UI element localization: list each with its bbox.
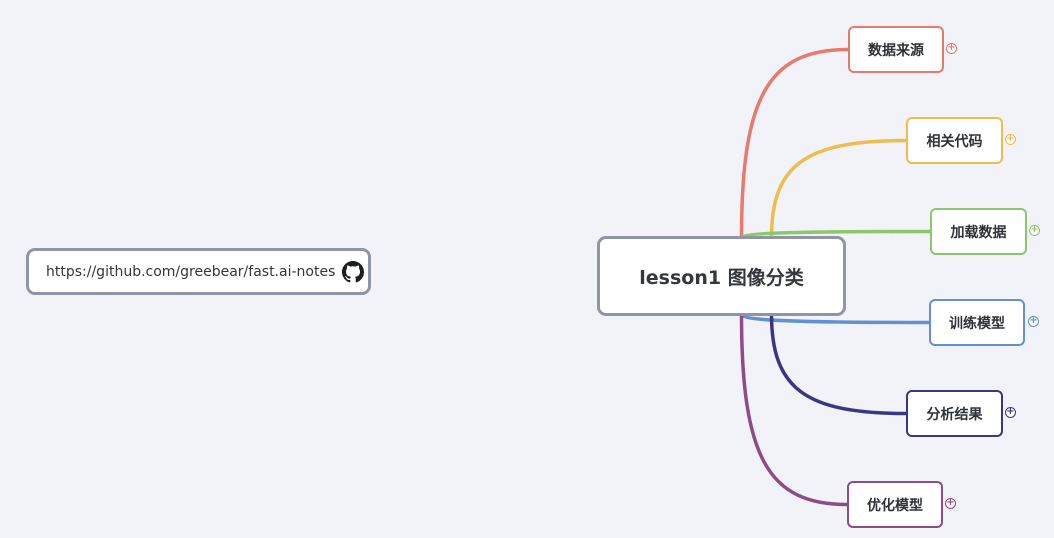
expand-toggle-6[interactable]: + bbox=[945, 497, 956, 509]
branch-topic-2[interactable]: 相关代码 bbox=[906, 117, 1003, 164]
branch-topic-label: 训练模型 bbox=[949, 315, 1005, 332]
expand-toggle-4[interactable]: + bbox=[1028, 315, 1039, 327]
branch-topic-3[interactable]: 加载数据 bbox=[930, 208, 1027, 255]
branch-topic-label: 相关代码 bbox=[926, 133, 983, 150]
branch-topic-label: 分析结果 bbox=[926, 406, 983, 423]
link-topic[interactable]: https://github.com/greebear/fast.ai-note… bbox=[26, 248, 371, 295]
expand-toggle-2[interactable]: + bbox=[1005, 133, 1016, 145]
branch-topic-6[interactable]: 优化模型 bbox=[847, 481, 943, 528]
github-icon[interactable] bbox=[342, 260, 365, 283]
central-topic-text: lesson1 图像分类 bbox=[639, 266, 804, 289]
connector-branch-1 bbox=[739, 47, 850, 240]
link-topic-text[interactable]: https://github.com/greebear/fast.ai-note… bbox=[46, 263, 336, 280]
branch-topic-label: 数据来源 bbox=[868, 42, 924, 59]
branch-topic-label: 加载数据 bbox=[950, 224, 1007, 241]
connector-branch-5 bbox=[769, 312, 908, 416]
connector-branch-4 bbox=[739, 312, 931, 325]
connector-branch-6 bbox=[739, 312, 849, 507]
expand-toggle-3[interactable]: + bbox=[1029, 224, 1040, 236]
central-topic[interactable]: lesson1 图像分类 bbox=[597, 236, 846, 316]
connector-branch-2 bbox=[769, 138, 908, 240]
branch-topic-5[interactable]: 分析结果 bbox=[906, 390, 1003, 437]
expand-toggle-1[interactable]: + bbox=[946, 42, 957, 54]
branch-topic-label: 优化模型 bbox=[867, 497, 923, 514]
expand-toggle-5[interactable]: + bbox=[1005, 406, 1016, 418]
branch-topic-4[interactable]: 训练模型 bbox=[929, 299, 1025, 346]
branch-topic-1[interactable]: 数据来源 bbox=[848, 26, 944, 73]
